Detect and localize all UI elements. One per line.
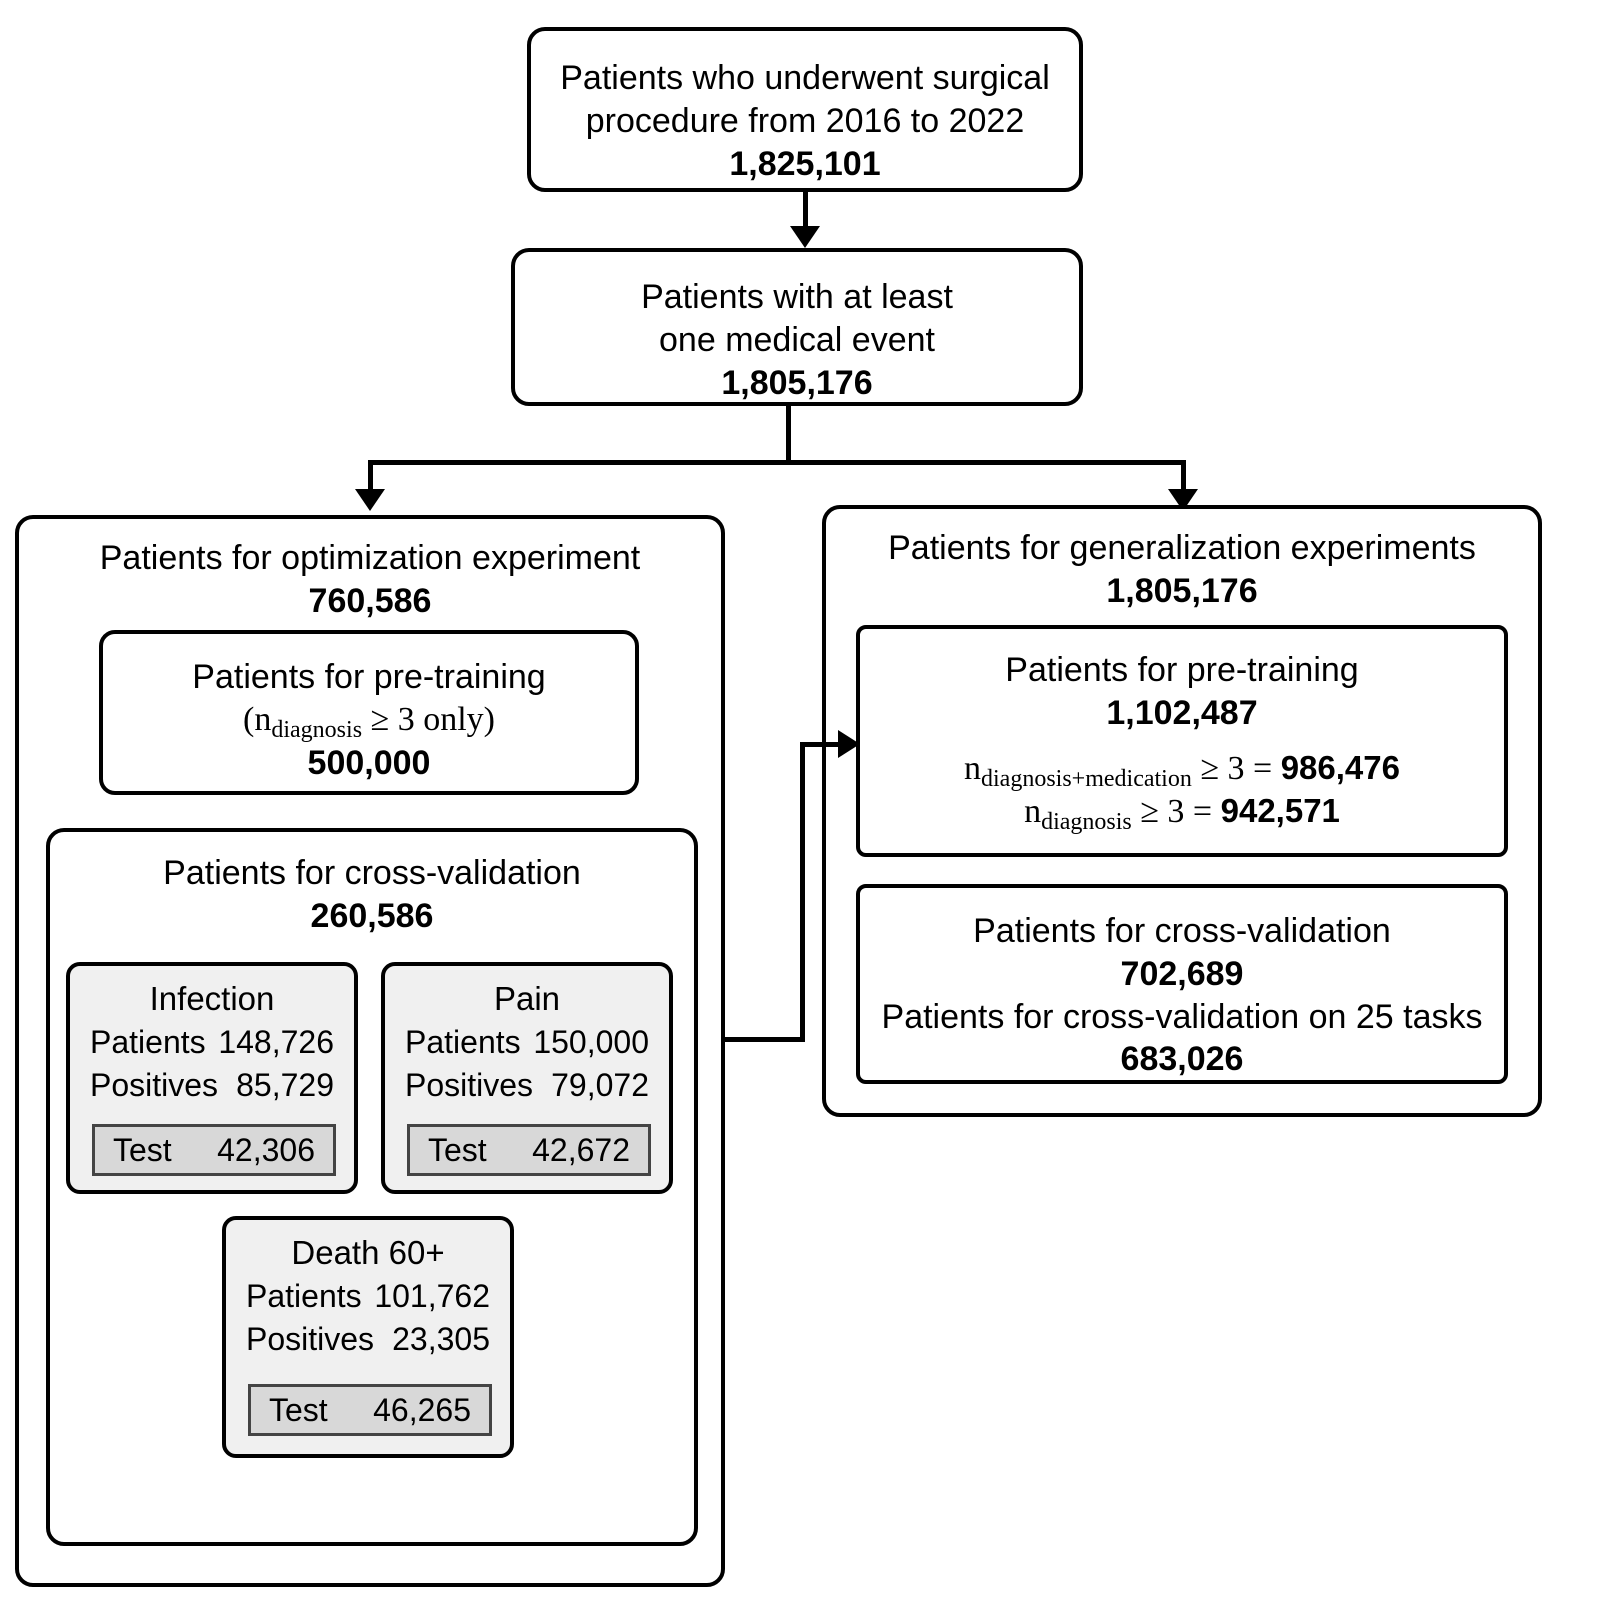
root-count: 1,825,101 <box>729 144 881 183</box>
pain-positives-row: Positives 79,072 <box>385 1067 669 1104</box>
event-line1: Patients with at least <box>641 278 953 316</box>
opt-pretraining-count: 500,000 <box>307 743 431 782</box>
task-card-pain: Pain Patients 150,000 Positives 79,072 T… <box>381 962 673 1194</box>
death-test-label: Test <box>269 1391 328 1428</box>
connector-split-bar <box>368 460 1186 465</box>
gen-pretraining-count: 1,102,487 <box>1106 693 1258 732</box>
pain-test-label: Test <box>428 1131 487 1168</box>
death-positives-value: 23,305 <box>392 1321 490 1357</box>
connector-split-left-drop <box>368 460 373 495</box>
pain-title: Pain <box>493 980 561 1017</box>
opt-pretraining-header: Patients for pre-training <box>192 658 546 696</box>
death-patients-value: 101,762 <box>374 1278 490 1314</box>
arrow-cross-to-gen-pretraining <box>838 730 860 758</box>
death-positives-label: Positives <box>246 1321 375 1357</box>
infection-patients-row: Patients 148,726 <box>70 1024 354 1061</box>
gen-pretraining-cond2: ndiagnosis ≥ 3 = 942,571 <box>1024 792 1340 836</box>
pain-positives-label: Positives <box>405 1067 534 1103</box>
task-card-death60plus: Death 60+ Patients 101,762 Positives 23,… <box>222 1216 514 1458</box>
generalization-count: 1,805,176 <box>1106 571 1258 610</box>
connector-split-stem <box>786 406 791 464</box>
optimization-header: Patients for optimization experiment <box>99 539 641 577</box>
connector-cross-horizontal-upper <box>800 742 852 747</box>
death-title: Death 60+ <box>291 1234 445 1271</box>
pain-patients-row: Patients 150,000 <box>385 1024 669 1061</box>
pain-patients-value: 150,000 <box>533 1024 649 1060</box>
connector-cross-vertical <box>800 742 805 1042</box>
infection-positives-value: 85,729 <box>236 1067 334 1103</box>
death-positives-row: Positives 23,305 <box>226 1321 510 1358</box>
pain-patients-label: Patients <box>405 1024 521 1060</box>
gen-cv-count2: 683,026 <box>1120 1040 1244 1079</box>
infection-positives-label: Positives <box>90 1067 219 1103</box>
node-generalization-crossvalidation: Patients for cross-validation 702,689 Pa… <box>856 884 1508 1084</box>
infection-patients-value: 148,726 <box>218 1024 334 1060</box>
death-patients-label: Patients <box>246 1278 362 1314</box>
infection-positives-row: Positives 85,729 <box>70 1067 354 1104</box>
generalization-header: Patients for generalization experiments <box>888 529 1476 567</box>
gen-pretraining-cond1: ndiagnosis+medication ≥ 3 = 986,476 <box>964 748 1400 792</box>
task-card-infection: Infection Patients 148,726 Positives 85,… <box>66 962 358 1194</box>
pain-positives-value: 79,072 <box>551 1067 649 1103</box>
opt-cv-count: 260,586 <box>310 896 434 935</box>
node-generalization-pretraining: Patients for pre-training 1,102,487 ndia… <box>856 625 1508 857</box>
arrow-root-to-event <box>790 226 820 248</box>
optimization-count: 760,586 <box>308 581 432 620</box>
node-root-cohort: Patients who underwent surgical procedur… <box>527 27 1083 192</box>
opt-cv-header: Patients for cross-validation <box>163 854 581 892</box>
root-line2: procedure from 2016 to 2022 <box>585 101 1025 140</box>
node-medical-event: Patients with at least one medical event… <box>511 248 1083 406</box>
infection-test-label: Test <box>113 1131 172 1168</box>
death-test-box: Test 46,265 <box>248 1384 492 1436</box>
connector-root-to-event <box>803 192 808 232</box>
connector-split-right-drop <box>1181 460 1186 495</box>
infection-test-box: Test 42,306 <box>92 1124 336 1176</box>
death-patients-row: Patients 101,762 <box>226 1278 510 1315</box>
connector-cross-horizontal-lower <box>725 1037 805 1042</box>
arrow-to-optimization <box>355 489 385 511</box>
infection-title: Infection <box>149 980 275 1017</box>
pain-test-box: Test 42,672 <box>407 1124 651 1176</box>
infection-patients-label: Patients <box>90 1024 206 1060</box>
gen-pretraining-header: Patients for pre-training <box>1005 651 1359 689</box>
death-test-value: 46,265 <box>373 1391 471 1428</box>
event-line2: one medical event <box>659 320 935 359</box>
root-line1: Patients who underwent surgical <box>560 59 1050 97</box>
node-optimization-pretraining: Patients for pre-training (ndiagnosis ≥ … <box>99 630 639 795</box>
event-count: 1,805,176 <box>721 363 873 402</box>
gen-cv-line1: Patients for cross-validation <box>973 912 1391 950</box>
gen-cv-count1: 702,689 <box>1120 954 1244 993</box>
opt-pretraining-condition: (ndiagnosis ≥ 3 only) <box>243 700 495 743</box>
pain-test-value: 42,672 <box>532 1131 630 1168</box>
infection-test-value: 42,306 <box>217 1131 315 1168</box>
gen-cv-line2: Patients for cross-validation on 25 task… <box>881 997 1483 1036</box>
